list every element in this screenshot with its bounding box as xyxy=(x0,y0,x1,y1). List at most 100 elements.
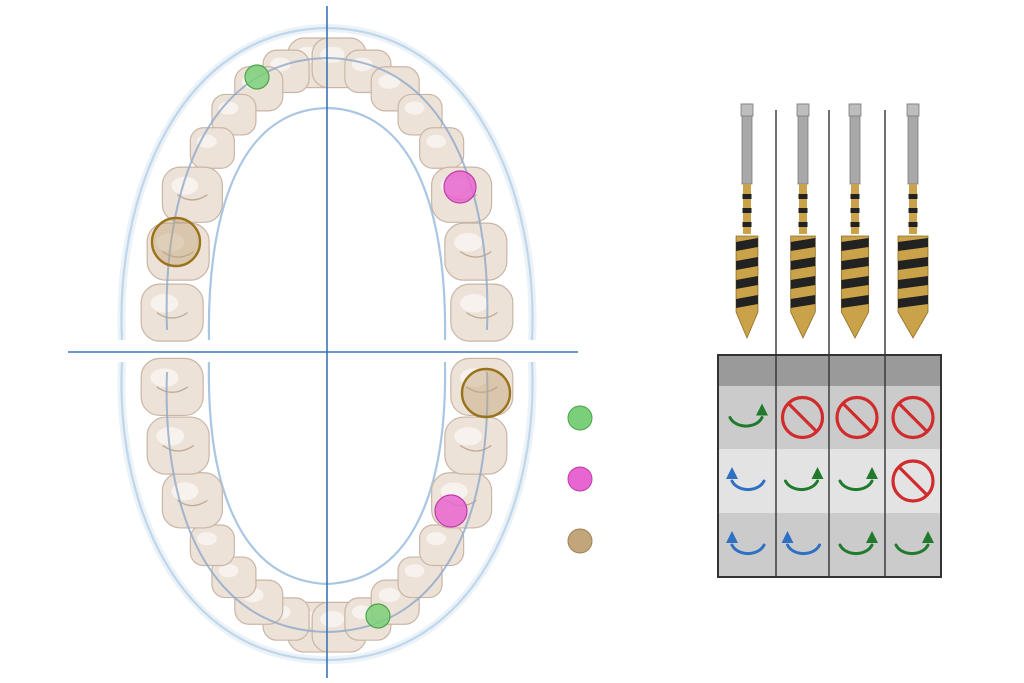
drill-depth-band xyxy=(841,295,869,308)
tooth-highlight xyxy=(320,611,345,628)
drill-latch xyxy=(796,103,810,117)
drill-marker-band xyxy=(798,208,808,213)
tooth-fissure xyxy=(459,445,492,452)
marker-magenta-upper-left-first-premolar xyxy=(443,170,477,204)
drill-latch xyxy=(740,103,754,117)
prohibited-icon xyxy=(835,395,879,440)
magenta-dot-icon xyxy=(567,466,593,492)
tooth-highlight xyxy=(426,134,447,148)
prohibit-slash xyxy=(841,402,873,433)
tooth-fissure xyxy=(465,312,498,319)
tooth xyxy=(140,357,204,417)
drill-marker-band xyxy=(850,208,860,213)
rotate-blue-icon xyxy=(781,531,821,556)
tooth-fissure xyxy=(162,251,195,258)
drill-latch xyxy=(906,103,920,117)
tooth-highlight xyxy=(171,176,199,195)
tooth xyxy=(161,166,223,223)
tooth-fissure xyxy=(156,386,189,393)
drill-depth-band xyxy=(736,295,758,308)
prohibit-ring xyxy=(891,395,935,440)
prohibit-slash xyxy=(787,402,818,433)
drill-2 xyxy=(790,103,816,339)
drill-marker-band xyxy=(742,222,752,227)
tooth-highlight xyxy=(378,74,400,89)
marker-tan-upper-right-first-molar xyxy=(150,216,202,268)
drill-4 xyxy=(897,103,929,339)
tooth xyxy=(450,283,514,342)
rotate-arc xyxy=(730,479,766,492)
tooth xyxy=(444,222,508,281)
drill-3 xyxy=(840,103,870,339)
rotate-blue-icon xyxy=(726,467,766,492)
drill-depth-band xyxy=(898,257,928,270)
tooth xyxy=(140,283,204,342)
tooth-highlight xyxy=(156,426,185,446)
drill-depth-band xyxy=(790,276,816,289)
rotate-arrowhead xyxy=(756,403,768,416)
tooth xyxy=(444,416,508,475)
bone-type-legend xyxy=(567,405,593,554)
drill-latch xyxy=(848,103,862,117)
prohibited-icon xyxy=(891,395,935,440)
tooth-highlight xyxy=(426,532,447,546)
rotate-arrowhead xyxy=(866,531,878,543)
rotate-green-icon xyxy=(838,467,878,492)
tooth-highlight xyxy=(404,564,425,578)
rotate-arc xyxy=(730,543,766,556)
drill-marker-band xyxy=(798,222,808,227)
rotate-green-icon xyxy=(894,531,934,556)
drill-marker-band xyxy=(850,222,860,227)
rotate-arrowhead xyxy=(781,531,794,543)
rotate-green-icon xyxy=(784,467,824,492)
tooth-highlight xyxy=(460,294,489,313)
tooth-fissure xyxy=(459,251,492,258)
rotate-arc xyxy=(894,543,930,556)
drill-depth-band xyxy=(841,276,869,289)
tooth-highlight xyxy=(378,587,400,603)
prohibited-icon xyxy=(891,459,935,503)
rotate-arc xyxy=(786,543,821,556)
tooth-highlight xyxy=(404,101,425,115)
tooth-highlight xyxy=(218,101,239,115)
drill-marker-band xyxy=(908,222,918,227)
quadrant-axes xyxy=(68,6,578,678)
drill-marker-band xyxy=(908,194,918,199)
drill-depth-band xyxy=(841,257,869,270)
tooth-fissure xyxy=(162,445,195,452)
drill-depth-band xyxy=(790,238,816,251)
drill-depth-band xyxy=(898,276,928,289)
rotate-arrowhead xyxy=(922,531,934,543)
marker-tan-lower-left-first-molar xyxy=(460,367,512,419)
drill-depth-band xyxy=(841,238,869,251)
tooth-highlight xyxy=(218,564,239,578)
rotate-arc xyxy=(838,543,874,556)
rotate-arc xyxy=(838,479,874,492)
drill-1 xyxy=(735,103,759,340)
tooth-highlight xyxy=(320,46,345,63)
prohibited-icon xyxy=(780,395,825,440)
rotate-arc xyxy=(728,416,764,428)
drill-marker-band xyxy=(798,194,808,199)
rotate-arrowhead xyxy=(726,531,738,543)
tan-dot-icon xyxy=(567,528,593,554)
rotate-green-icon xyxy=(728,403,768,428)
tooth-highlight xyxy=(150,294,179,313)
prohibit-slash xyxy=(897,402,929,433)
drill-marker-band xyxy=(742,194,752,199)
rotate-arrowhead xyxy=(726,467,738,479)
tooth-highlight xyxy=(454,426,483,446)
rotate-arc xyxy=(784,479,819,492)
drill-depth-band xyxy=(736,238,758,251)
rotate-green-icon xyxy=(838,531,878,556)
tooth-fissure xyxy=(156,312,189,319)
marker-green-upper-right-lateral-incisor xyxy=(244,64,270,90)
drill-depth-band xyxy=(790,257,816,270)
drill-marker-band xyxy=(742,208,752,213)
rotate-arrowhead xyxy=(811,467,824,479)
drill-set xyxy=(735,103,929,340)
prohibit-ring xyxy=(891,459,935,503)
drill-protocol-table xyxy=(717,110,942,578)
